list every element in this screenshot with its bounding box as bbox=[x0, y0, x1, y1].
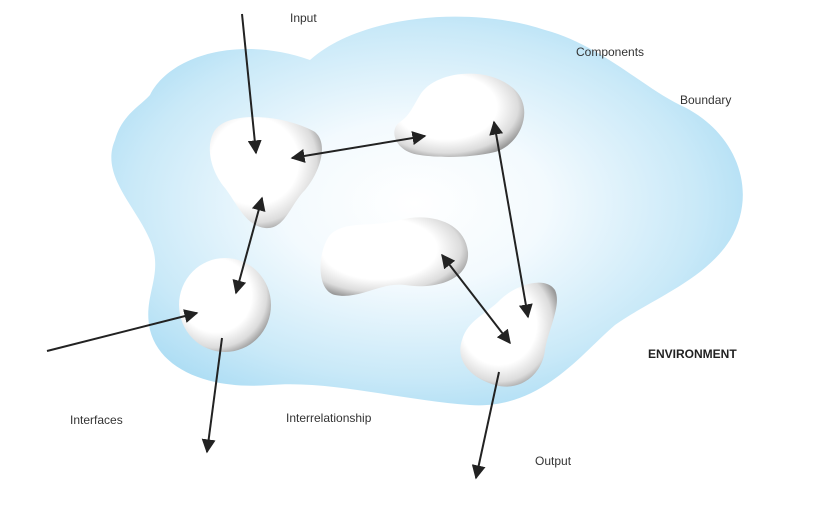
interface-arrow bbox=[46, 309, 199, 352]
arrow-topleft-topright bbox=[290, 131, 427, 163]
arrow-topleft-circle bbox=[232, 196, 266, 295]
label-input: Input bbox=[290, 11, 317, 25]
component-center bbox=[320, 217, 469, 296]
label-interfaces: Interfaces bbox=[70, 413, 123, 427]
arrow-center-bottomright bbox=[441, 253, 511, 345]
arrows bbox=[46, 13, 533, 480]
component-circle-left bbox=[179, 258, 271, 352]
label-environment: ENVIRONMENT bbox=[648, 347, 737, 361]
label-components: Components bbox=[576, 45, 645, 59]
output-arrow bbox=[471, 371, 500, 480]
input-arrow bbox=[241, 13, 262, 155]
label-output: Output bbox=[535, 454, 572, 468]
label-boundary: Boundary bbox=[680, 93, 732, 107]
circle-output-arrow bbox=[201, 337, 223, 454]
label-interrelationship: Interrelationship bbox=[286, 411, 372, 425]
arrow-topright-bottomright bbox=[489, 120, 533, 319]
